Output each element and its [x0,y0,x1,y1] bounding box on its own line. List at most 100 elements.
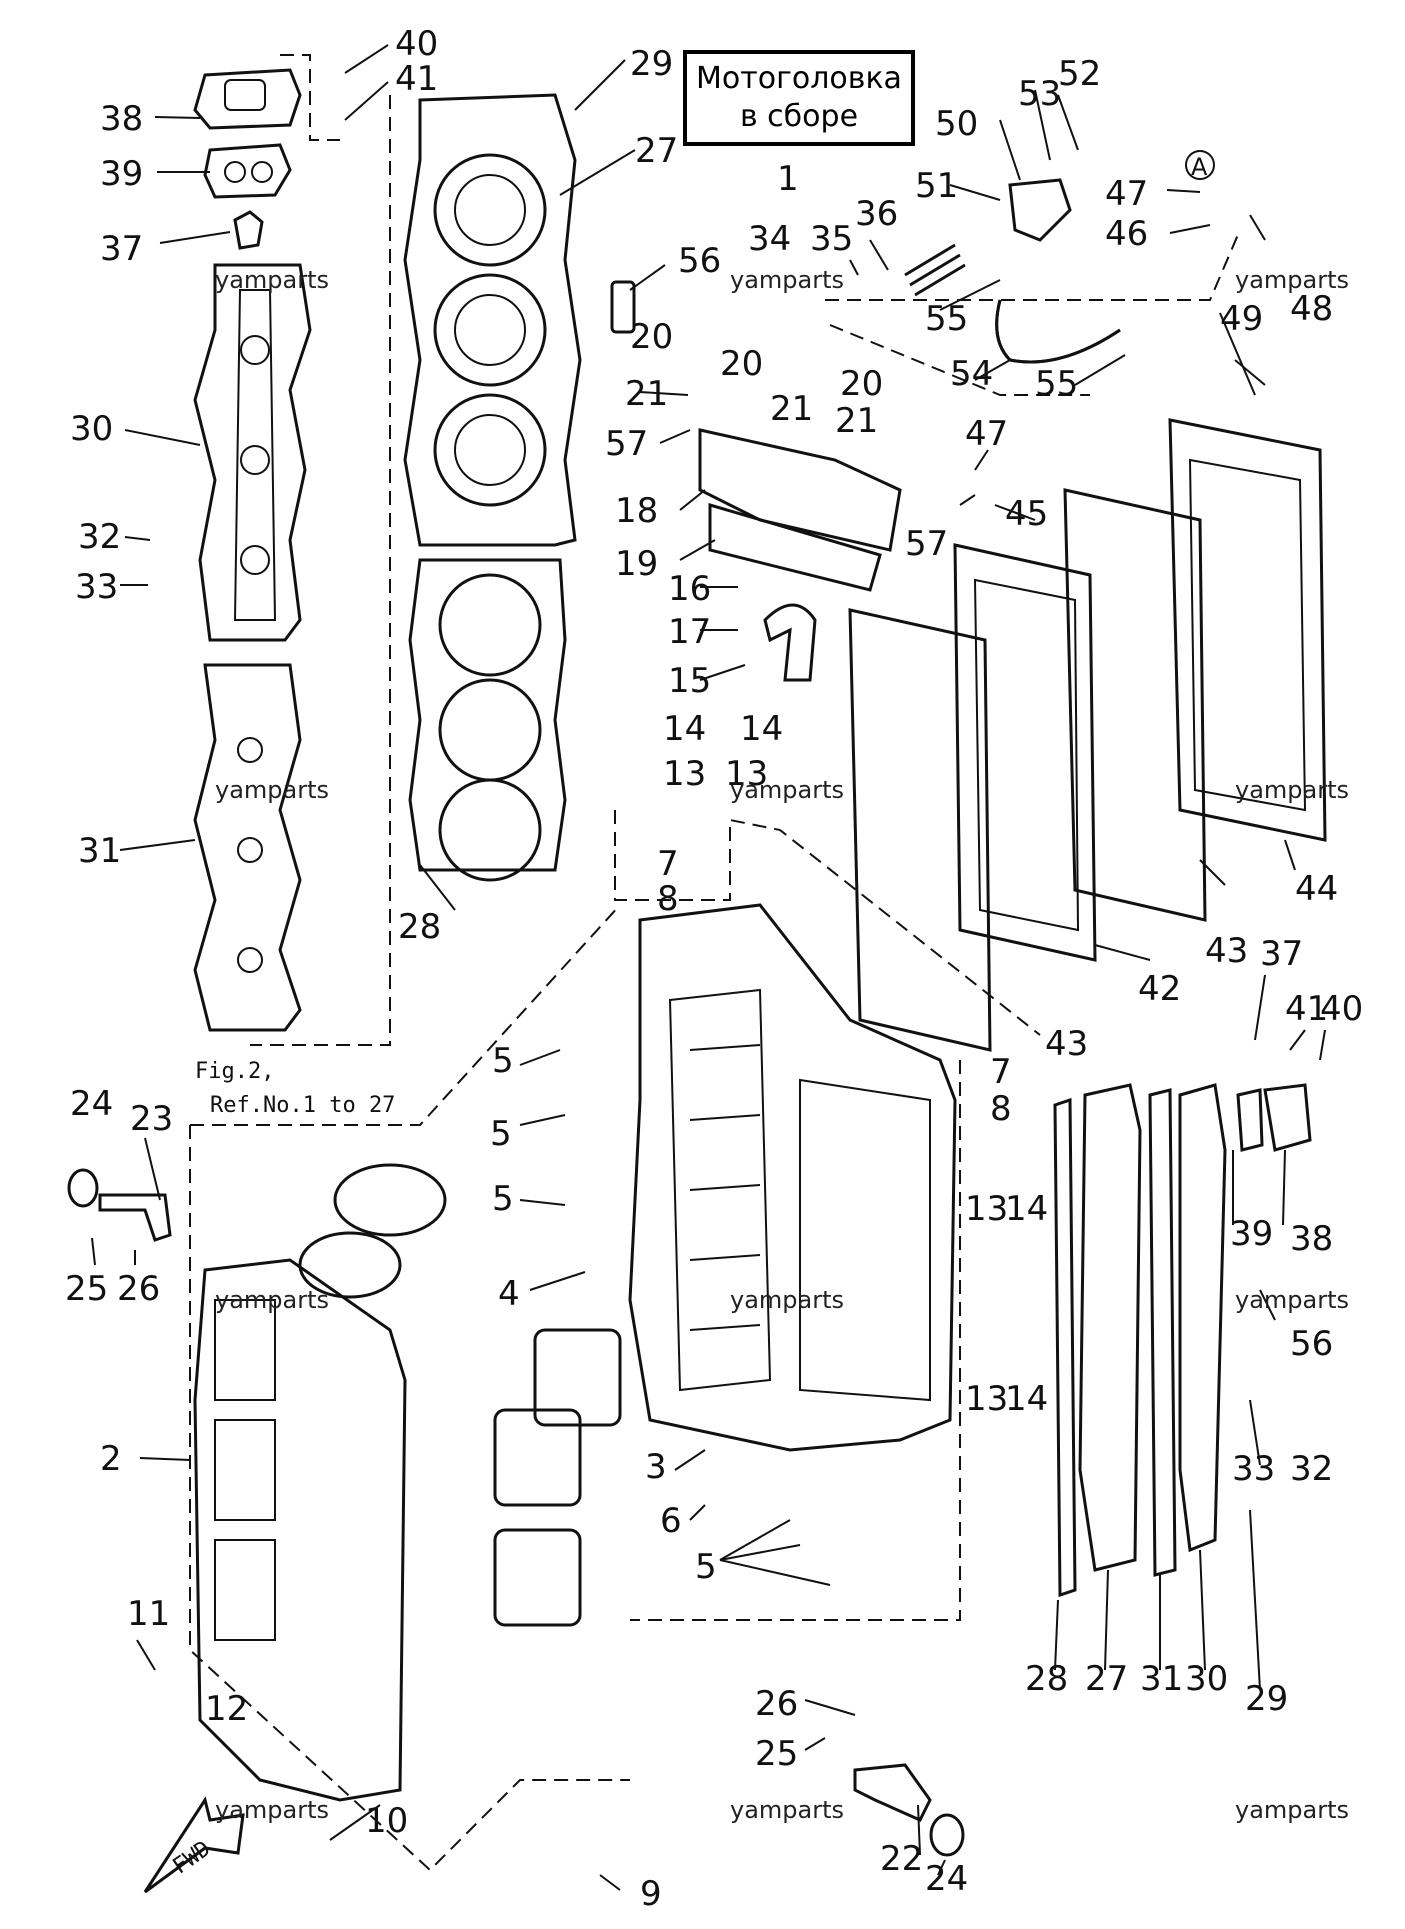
watermark-3: yamparts [1235,266,1349,294]
callout-42: 42 [1138,969,1181,1009]
side-cover-shape [1263,1083,1312,1152]
callout-17: 17 [668,612,711,652]
callout-3: 3 [645,1447,667,1487]
clamp-shape [763,603,817,682]
callout-31: 31 [78,831,121,871]
callout-35: 35 [810,219,853,259]
watermarks: yamparts yamparts yamparts yamparts yamp… [215,266,1349,1824]
watermark-1: yamparts [215,266,329,294]
head-cover-gasket-shape [193,663,302,1032]
callout-23: 23 [130,1099,173,1139]
thermostat-shape [233,210,264,250]
callout-11: 11 [127,1594,170,1634]
callout-26-left: 26 [117,1269,160,1309]
callout-49: 49 [1220,299,1263,339]
callout-55-a: 55 [925,299,968,339]
callout-38: 38 [100,99,143,139]
callout-36: 36 [855,194,898,234]
callout-14-b: 14 [740,709,783,749]
cover-gasket-shape [708,502,882,592]
crankcase-shape [193,1163,622,1802]
callout-39-right: 39 [1230,1214,1273,1254]
callout-48: 48 [1290,289,1333,329]
assembly-title-line1: Мотоголовка [696,61,902,96]
marker-a-letter: A [1191,153,1208,181]
watermark-10: yamparts [215,1796,329,1824]
callout-21-b: 21 [770,389,813,429]
figure-reference-line1: Fig.2, [195,1059,274,1084]
callout-24-left: 24 [70,1084,113,1124]
callout-28-left: 28 [398,907,441,947]
callout-30: 30 [70,409,113,449]
callout-2: 2 [100,1439,122,1479]
callout-20-b: 20 [720,344,763,384]
callout-14-c: 14 [1005,1189,1048,1229]
leader-lines [91,44,1326,1891]
watermark-6: yamparts [1235,776,1349,804]
callout-22: 22 [880,1839,923,1879]
callout-29-top: 29 [630,44,673,84]
callout-27-right: 27 [1085,1659,1128,1699]
callout-16: 16 [668,569,711,609]
exhaust-gasket-right-shape [1063,488,1207,922]
callout-4: 4 [498,1274,520,1314]
callout-7-b: 7 [990,1052,1012,1092]
callout-28-right: 28 [1025,1659,1068,1699]
bracket-upper-shape [98,1193,172,1242]
callout-29-right: 29 [1245,1679,1288,1719]
callout-5-a: 5 [492,1041,514,1081]
callout-41: 41 [395,59,438,99]
plug-shape-right [929,1813,965,1857]
callout-13-d: 13 [965,1379,1008,1419]
watermark-9: yamparts [1235,1286,1349,1314]
callout-18: 18 [615,491,658,531]
callout-39: 39 [100,154,143,194]
callout-5-c: 5 [492,1179,514,1219]
cylinder-head-shape [403,93,582,547]
callout-20-c: 20 [840,364,883,404]
figure-reference-line2: Ref.No.1 to 27 [210,1093,395,1118]
callout-5-d: 5 [695,1547,717,1587]
callout-54: 54 [950,354,993,394]
callout-56-right: 56 [1290,1324,1333,1364]
callout-57-a: 57 [605,424,648,464]
watermark-11: yamparts [730,1796,844,1824]
assembly-title-box: Мотоголовка в сборе [683,50,915,146]
watermark-7: yamparts [215,1286,329,1314]
callout-8-a: 8 [657,879,679,919]
marker-a: A [1185,150,1215,181]
callout-21-c: 21 [835,401,878,441]
thermostat-gasket-shape [203,143,292,199]
callout-32-right: 32 [1290,1449,1333,1489]
callout-45: 45 [1005,494,1048,534]
watermark-5: yamparts [730,776,844,804]
cover-plate-shape [698,428,902,552]
watermark-4: yamparts [215,776,329,804]
callout-57-b: 57 [905,524,948,564]
callout-12: 12 [205,1689,248,1729]
callout-25-bottom: 25 [755,1734,798,1774]
callout-50: 50 [935,104,978,144]
callout-10: 10 [365,1801,408,1841]
callout-7-a: 7 [657,844,679,884]
callout-51: 51 [915,166,958,206]
plug-shape-left [67,1168,99,1208]
side-cover-gasket-shape [1236,1088,1264,1152]
callout-46: 46 [1105,214,1148,254]
figure-reference: Fig.2, Ref.No.1 to 27 [195,1059,395,1118]
exhaust-inner-cover-shape [953,543,1097,962]
callout-53: 53 [1018,74,1061,114]
callout-9: 9 [640,1874,662,1914]
callout-13-a: 13 [663,754,706,794]
thermostat-cover-shape [193,68,302,130]
watermark-2: yamparts [730,266,844,294]
callout-13-c: 13 [965,1189,1008,1229]
valve-spring-shape [904,243,966,297]
side-head-cover-gasket-shape [1148,1088,1177,1577]
callout-34-b: 34 [748,219,791,259]
callout-15: 15 [668,661,711,701]
callout-24-bottom: 24 [925,1859,968,1899]
callout-27-top: 27 [635,131,678,171]
side-head-cover-shape [1178,1083,1227,1553]
reference-lines [189,54,1241,1872]
